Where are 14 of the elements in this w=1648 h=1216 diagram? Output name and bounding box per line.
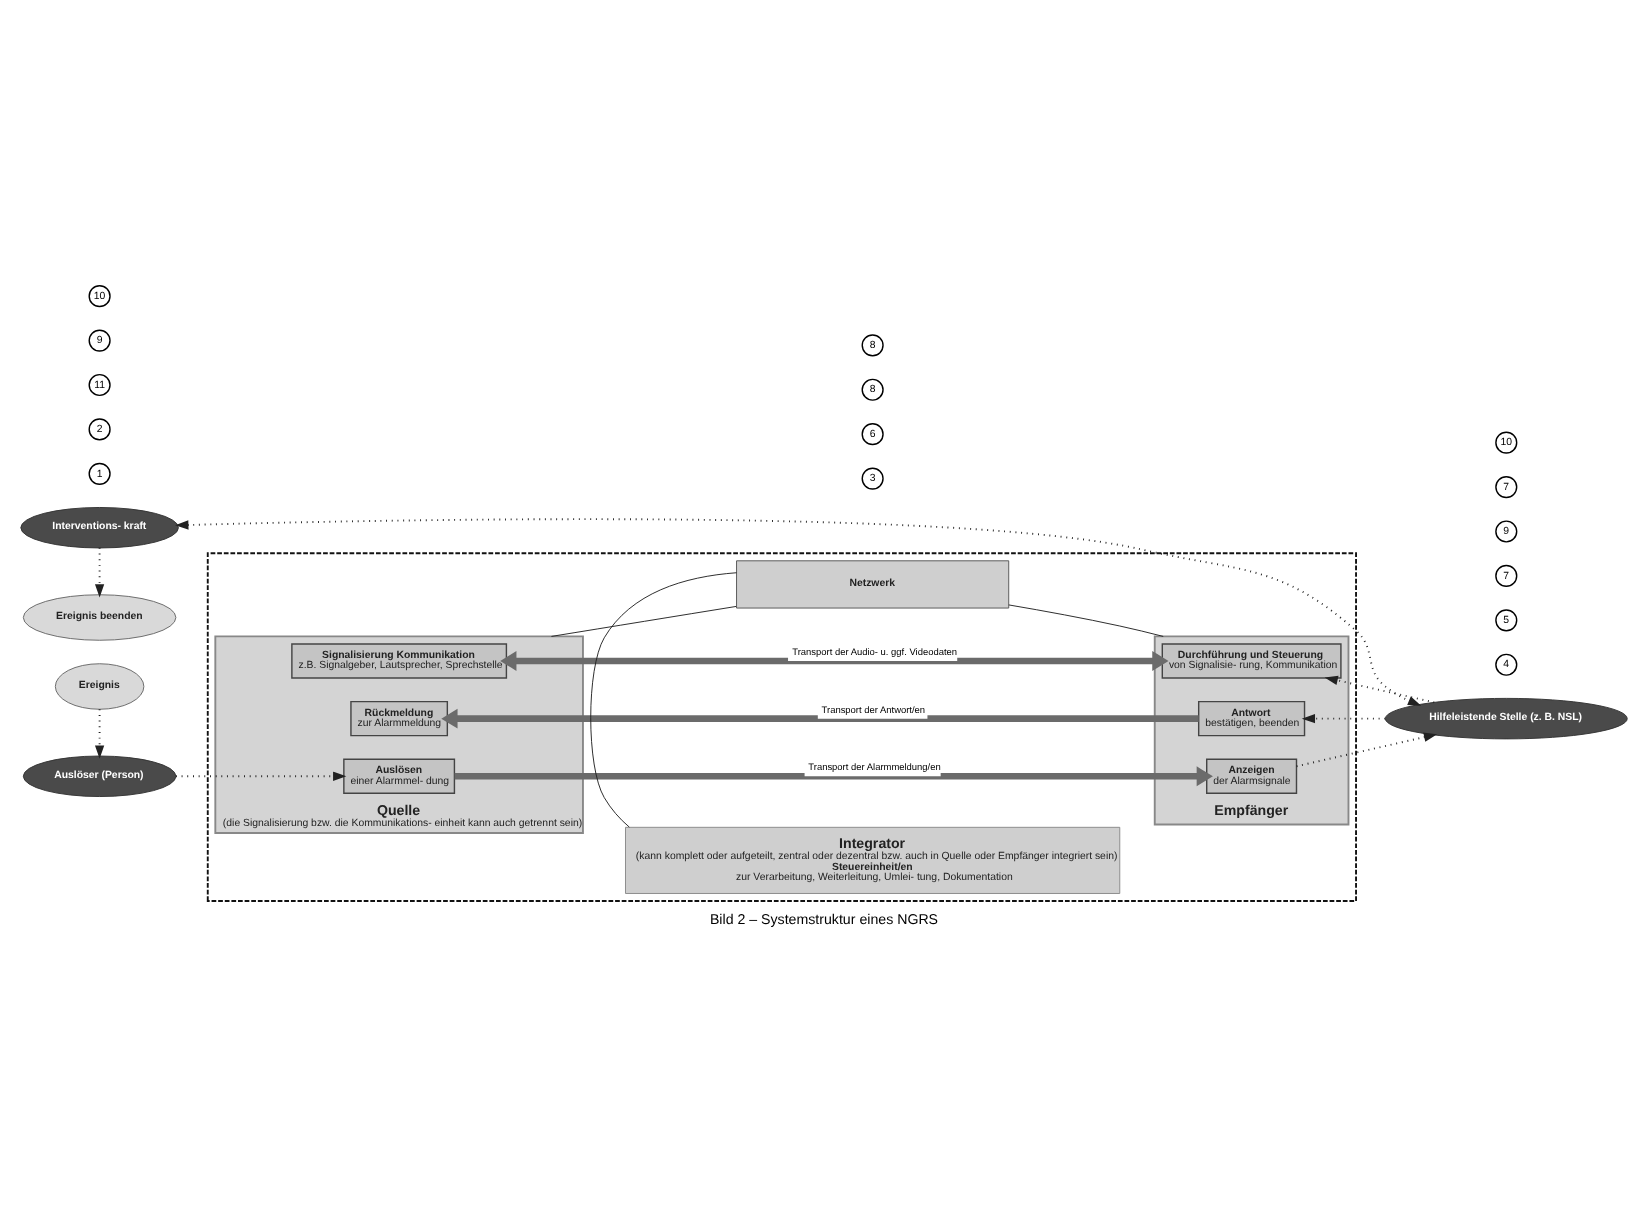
cluster [206, 551, 1357, 901]
arrow [94, 545, 105, 597]
arrow [441, 707, 1199, 728]
arrow [175, 770, 347, 780]
arrow [1301, 713, 1387, 723]
connector [590, 571, 737, 827]
arrow [454, 765, 1213, 786]
arrow [94, 707, 105, 758]
arrow [1295, 731, 1438, 767]
arrow [175, 517, 1422, 705]
connector [1008, 603, 1164, 636]
arrow [500, 650, 1169, 670]
arrow [1324, 674, 1436, 703]
connector [550, 604, 737, 636]
